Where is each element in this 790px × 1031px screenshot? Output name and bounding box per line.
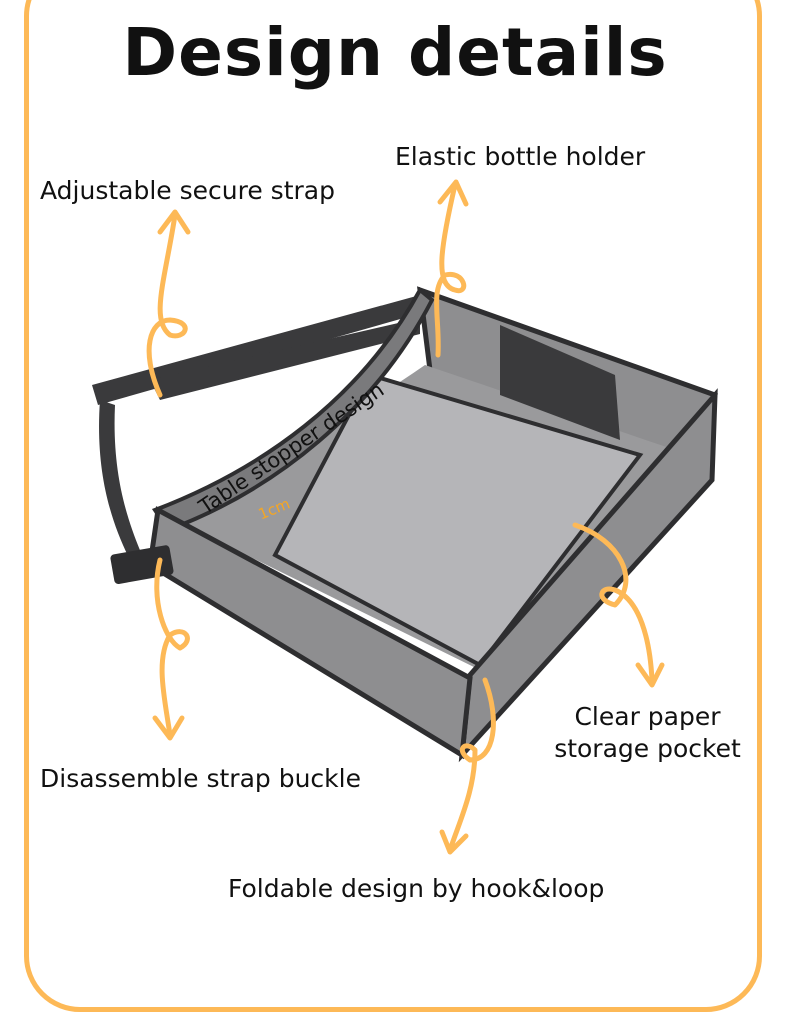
arrow-bottle xyxy=(434,182,467,358)
arrow-pocket xyxy=(572,522,655,683)
arrow-foldable xyxy=(447,677,496,853)
label-foldable: Foldable design by hook&loop xyxy=(228,874,605,903)
strap-side xyxy=(99,400,142,560)
arrow-foldable-head xyxy=(439,829,469,855)
label-pocket-line1: Clear paper xyxy=(574,702,721,731)
clear-pocket xyxy=(272,372,644,668)
page-title: Design details xyxy=(122,14,668,91)
tray-left-wall xyxy=(151,286,435,533)
arrow-pocket-head xyxy=(635,662,665,688)
orange-border-frame xyxy=(24,0,762,1012)
arrow-bottle-head xyxy=(437,179,469,207)
strap-buckle xyxy=(110,545,174,585)
arrow-strap xyxy=(146,212,188,398)
strap-lower xyxy=(150,318,420,400)
arrow-buckle xyxy=(154,557,190,738)
label-pocket-line2: storage pocket xyxy=(554,734,741,763)
label-strap-buckle: Disassemble strap buckle xyxy=(40,764,361,793)
label-adjustable-strap: Adjustable secure strap xyxy=(40,176,335,205)
arrow-strap-head xyxy=(157,209,191,235)
arrow-buckle-head xyxy=(152,715,185,741)
label-bottle-holder: Elastic bottle holder xyxy=(395,142,646,171)
mesh-bottle-holder xyxy=(500,325,620,440)
